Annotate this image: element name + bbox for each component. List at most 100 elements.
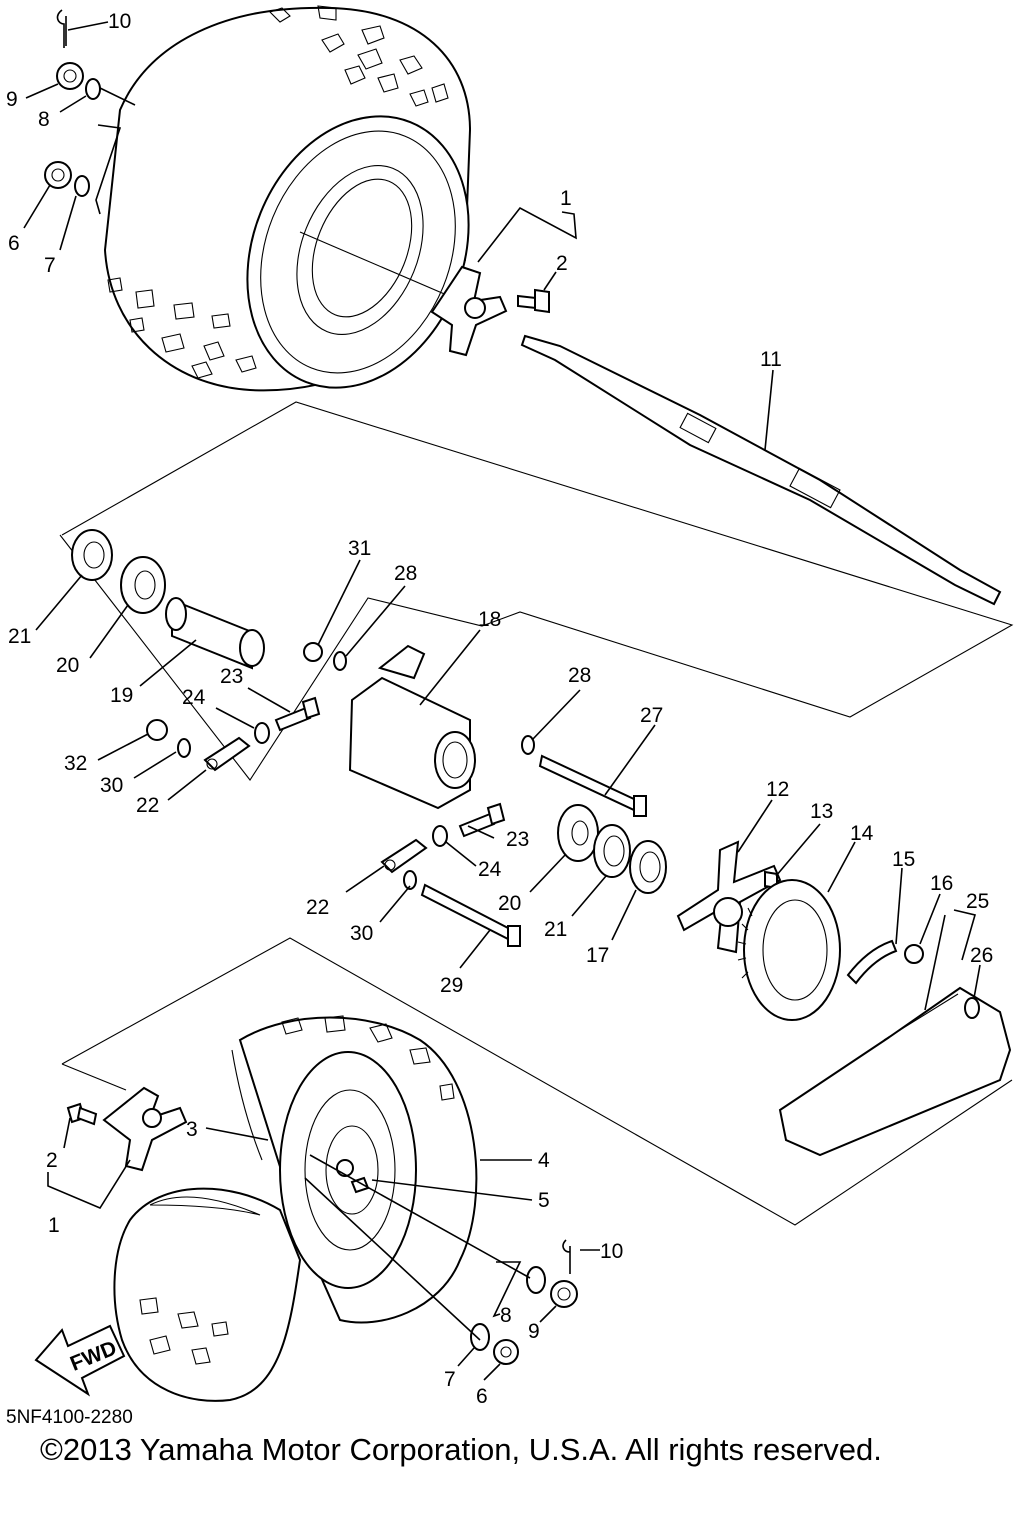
callout-17: 17 — [586, 944, 609, 967]
bottom-nut-6 — [493, 1339, 519, 1365]
bottom-tire-half — [113, 1187, 302, 1402]
bottom-washer-8 — [526, 1266, 546, 1294]
bolt-27 — [538, 754, 647, 817]
callout-22-top: 22 — [136, 794, 159, 817]
hub-bolt-top — [517, 288, 550, 314]
bolt-23-bottom — [458, 802, 506, 838]
callout-2-bottom: 2 — [46, 1149, 58, 1172]
callout-6-bottom: 6 — [476, 1385, 488, 1408]
callout-28-bottom: 28 — [568, 664, 591, 687]
washer-28-top — [333, 651, 347, 671]
callout-6-top: 6 — [8, 232, 20, 255]
callout-9-top: 9 — [6, 88, 18, 111]
bearing-21-bottom — [593, 824, 631, 878]
adjuster-plate-22-bottom — [380, 838, 428, 874]
callout-4: 4 — [538, 1149, 550, 1172]
axle-group-outline — [59, 401, 1014, 781]
callout-20-bottom: 20 — [498, 892, 521, 915]
hub-bolt-bottom — [66, 1102, 98, 1126]
callout-2-top: 2 — [556, 252, 568, 275]
callout-31: 31 — [348, 537, 371, 560]
rear-axle — [520, 334, 1002, 606]
top-wheel-tire — [103, 5, 472, 392]
nut-32 — [146, 719, 168, 741]
callout-9-bottom: 9 — [528, 1320, 540, 1343]
bottom-cotter-pin-10 — [562, 1239, 571, 1274]
callout-13: 13 — [810, 800, 833, 823]
callout-25: 25 — [966, 890, 989, 913]
bolt-23-top — [274, 696, 321, 732]
callout-14: 14 — [850, 822, 874, 845]
callout-30-bottom: 30 — [350, 922, 373, 945]
bottom-nut-9 — [550, 1280, 578, 1308]
callout-22-bottom: 22 — [306, 896, 329, 919]
bolt-29 — [420, 883, 521, 947]
washer-24-bottom — [432, 825, 448, 847]
bottom-rim-4 — [231, 1016, 478, 1324]
adjuster-plate-22-top — [203, 736, 251, 772]
callout-21-top: 21 — [8, 625, 31, 648]
callout-7-top: 7 — [44, 254, 56, 277]
callout-32: 32 — [64, 752, 87, 775]
nut-16 — [904, 944, 924, 964]
callout-16: 16 — [930, 872, 953, 895]
callout-1-top: 1 — [560, 187, 572, 210]
washer-30-bottom — [403, 870, 417, 890]
axle-housing-18 — [348, 644, 476, 810]
bearing-21-top — [71, 529, 113, 581]
leader-lines — [23, 21, 981, 1381]
callout-3: 3 — [186, 1118, 198, 1141]
callout-23-top: 23 — [220, 665, 243, 688]
master-link-26 — [964, 997, 980, 1019]
drive-chain-25 — [778, 986, 1012, 1157]
callout-20-top: 20 — [56, 654, 79, 677]
callout-8-top: 8 — [38, 108, 50, 131]
callout-24-top: 24 — [182, 686, 206, 709]
callout-21-bottom: 21 — [544, 918, 567, 941]
chain-guide-15 — [846, 939, 898, 985]
forward-direction-arrow — [34, 1324, 126, 1397]
top-washer-7 — [74, 175, 90, 197]
top-nut-9 — [56, 62, 84, 90]
bottom-tire-tread — [281, 1015, 455, 1101]
callout-11: 11 — [760, 348, 782, 371]
callout-10-bottom: 10 — [600, 1240, 623, 1263]
callout-23-bottom: 23 — [506, 828, 529, 851]
callout-7-bottom: 7 — [444, 1368, 456, 1391]
callout-labels: 10 9 8 6 7 1 2 11 31 28 18 21 20 19 23 2… — [6, 10, 993, 1408]
bearing-20-top — [120, 556, 166, 614]
nut-31 — [303, 642, 323, 662]
copyright-notice: ©2013 Yamaha Motor Corporation, U.S.A. A… — [40, 1432, 882, 1467]
top-cotter-pin-10 — [56, 9, 67, 48]
callout-30-top: 30 — [100, 774, 123, 797]
bottom-washer-7 — [470, 1323, 490, 1351]
callout-19: 19 — [110, 684, 133, 707]
sprocket-hub-12 — [676, 840, 782, 954]
spacer-19 — [165, 597, 265, 670]
callout-27: 27 — [640, 704, 663, 727]
sprocket-14 — [737, 879, 841, 1021]
washer-30-top — [177, 738, 191, 758]
bottom-hub — [102, 1086, 188, 1172]
top-washer-8 — [85, 78, 101, 100]
diagram-code: 5NF4100-2280 — [6, 1407, 133, 1428]
callout-15: 15 — [892, 848, 915, 871]
top-hub — [430, 265, 508, 357]
callout-29: 29 — [440, 974, 463, 997]
callout-8-bottom: 8 — [500, 1304, 512, 1327]
callout-26: 26 — [970, 944, 993, 967]
callout-28-top: 28 — [394, 562, 417, 585]
seal-17 — [629, 840, 667, 894]
wheel-group-outline — [61, 937, 1013, 1226]
washer-28-bottom — [521, 735, 535, 755]
bearing-20-bottom — [557, 804, 599, 862]
top-nut-6 — [44, 161, 72, 189]
callout-18: 18 — [478, 608, 501, 631]
callout-12: 12 — [766, 778, 789, 801]
washer-24-top — [254, 722, 270, 744]
callout-24-bottom: 24 — [478, 858, 502, 881]
callout-5: 5 — [538, 1189, 550, 1212]
callout-1-bottom: 1 — [48, 1214, 60, 1237]
callout-10-top: 10 — [108, 10, 131, 33]
